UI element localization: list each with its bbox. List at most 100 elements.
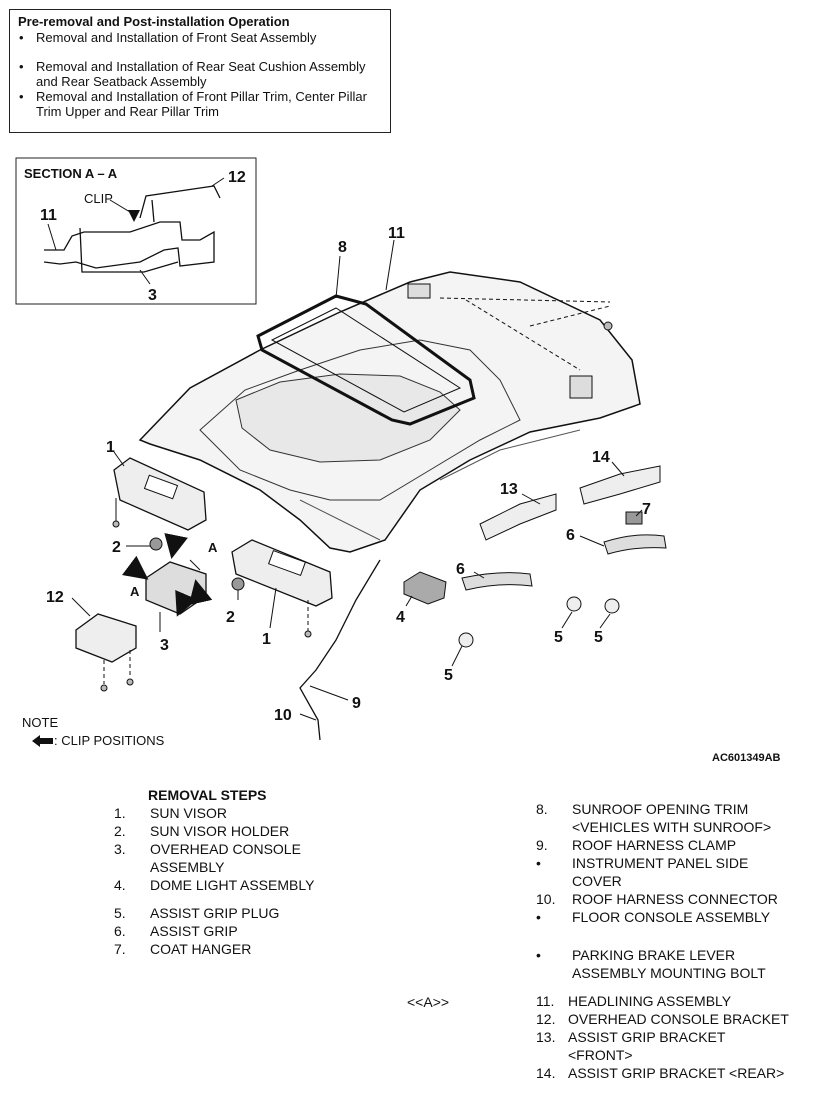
callout-12: 12 <box>46 589 64 606</box>
callout-6: 6 <box>566 527 575 544</box>
step-number: 8. <box>536 801 548 817</box>
step-text: INSTRUMENT PANEL SIDE COVER <box>572 855 749 889</box>
step-text: DOME LIGHT ASSEMBLY <box>150 877 315 893</box>
section-a-a-inset: SECTION A – A CLIP 12 11 3 <box>15 157 257 305</box>
sun-visor-holder <box>231 577 245 591</box>
step-number: • <box>536 909 541 925</box>
step-text: SUN VISOR <box>150 805 228 821</box>
callout-1: 1 <box>262 631 271 648</box>
step-text: SUN VISOR HOLDER <box>150 823 290 839</box>
pre-removal-list: Removal and Installation of Front Seat A… <box>18 30 382 119</box>
roof-harness <box>299 559 381 741</box>
step-item: 8.SUNROOF OPENING TRIM <VEHICLES WITH SU… <box>536 800 816 836</box>
step-number: 2. <box>114 823 126 839</box>
callout-5: 5 <box>594 629 603 646</box>
step-item: 3. OVERHEAD CONSOLE ASSEMBLY <box>114 840 414 876</box>
step-text: OVERHEAD CONSOLE ASSEMBLY <box>150 841 301 875</box>
step-item: 13. ASSIST GRIP BRACKET <FRONT> <box>536 1028 816 1064</box>
callout-2: 2 <box>112 539 121 556</box>
dome-light <box>403 571 447 605</box>
pre-removal-title: Pre-removal and Post-installation Operat… <box>18 14 290 29</box>
step-number: 6. <box>114 923 126 939</box>
removal-steps-title: REMOVAL STEPS <box>148 787 267 803</box>
callout-6: 6 <box>456 561 465 578</box>
assist-grip-plug <box>458 632 474 648</box>
step-number: 13. <box>536 1029 556 1045</box>
sun-visor-right <box>231 539 333 638</box>
step-item: 14. ASSIST GRIP BRACKET <REAR> <box>536 1064 816 1082</box>
step-text: ASSIST GRIP BRACKET <FRONT> <box>568 1029 726 1063</box>
callout-11: 11 <box>388 225 405 242</box>
note-label: NOTE <box>22 715 59 730</box>
section-callout-11: 11 <box>40 207 57 224</box>
step-number: 11. <box>536 993 555 1009</box>
assist-grip-bracket-rear <box>579 465 661 505</box>
coat-hanger <box>625 511 643 525</box>
clip-label: CLIP <box>84 191 113 206</box>
callout-8: 8 <box>338 239 347 256</box>
step-item: 2. SUN VISOR HOLDER <box>114 822 414 840</box>
step-item: 1. SUN VISOR <box>114 804 414 822</box>
step-text: HEADLINING ASSEMBLY <box>568 993 732 1009</box>
note-legend-row: : CLIP POSITIONS <box>32 733 164 748</box>
step-item: 5. ASSIST GRIP PLUG <box>114 904 414 922</box>
clip-arrow-icon <box>32 734 53 747</box>
assist-grip-plug <box>566 596 582 612</box>
assist-grip <box>603 534 667 555</box>
callout-3: 3 <box>160 637 169 654</box>
step-text: ASSIST GRIP BRACKET <REAR> <box>568 1065 785 1081</box>
step-text: PARKING BRAKE LEVER ASSEMBLY MOUNTING BO… <box>572 947 766 981</box>
callout-7: 7 <box>642 501 651 518</box>
step-number: • <box>536 947 541 963</box>
step-item: • PARKING BRAKE LEVER ASSEMBLY MOUNTING B… <box>536 946 816 982</box>
pre-removal-item: Removal and Installation of Front Seat A… <box>18 30 382 45</box>
callout-a: A <box>208 540 218 555</box>
sunroof-opening-trim <box>256 294 476 426</box>
step-number: 12. <box>536 1011 556 1027</box>
step-text: ROOF HARNESS CONNECTOR <box>572 891 778 907</box>
removal-steps-right: 8.SUNROOF OPENING TRIM <VEHICLES WITH SU… <box>536 800 816 1082</box>
step-number: 3. <box>114 841 126 857</box>
section-title: SECTION A – A <box>24 166 118 181</box>
section-callout-12: 12 <box>228 169 246 186</box>
step-text: OVERHEAD CONSOLE BRACKET <box>568 1011 789 1027</box>
step-number: 14. <box>536 1065 556 1081</box>
step-text: ASSIST GRIP PLUG <box>150 905 280 921</box>
pre-removal-item: Removal and Installation of Rear Seat Cu… <box>18 59 382 89</box>
step-item: 6. ASSIST GRIP <box>114 922 414 940</box>
step-number: • <box>536 855 541 871</box>
sun-visor-left <box>112 457 207 531</box>
removal-steps-left: REMOVAL STEPS 1. SUN VISOR 2. SUN VISOR HO… <box>114 786 414 958</box>
callout-4: 4 <box>396 609 405 626</box>
callout-5: 5 <box>444 667 453 684</box>
step-number: 9. <box>536 837 548 853</box>
step-number: 7. <box>114 941 126 957</box>
step-text: FLOOR CONSOLE ASSEMBLY <box>572 909 771 925</box>
step-number: 5. <box>114 905 126 921</box>
sun-visor-holder <box>149 537 163 551</box>
note-legend-text: : CLIP POSITIONS <box>54 733 165 748</box>
step-item: • INSTRUMENT PANEL SIDE COVER <box>536 854 816 890</box>
step-item: 12. OVERHEAD CONSOLE BRACKET <box>536 1010 816 1028</box>
overhead-console <box>122 533 213 617</box>
step-item: • FLOOR CONSOLE ASSEMBLY <box>536 908 816 926</box>
callout-2: 2 <box>226 609 235 626</box>
callout-1: 1 <box>106 439 115 456</box>
step-text: COAT HANGER <box>150 941 252 957</box>
overhead-console-bracket <box>75 613 137 692</box>
step-item: 10. ROOF HARNESS CONNECTOR <box>536 890 816 908</box>
pre-removal-box: Pre-removal and Post-installation Operat… <box>9 9 391 133</box>
step-item: 4.DOME LIGHT ASSEMBLY <box>114 876 414 894</box>
callout-9: 9 <box>352 695 361 712</box>
assist-grip-plug <box>604 598 620 614</box>
step-number: 1. <box>114 805 126 821</box>
step-item: 9.ROOF HARNESS CLAMP <box>536 836 816 854</box>
note: NOTE : CLIP POSITIONS <box>22 715 164 748</box>
step-item: 11. HEADLINING ASSEMBLY <box>536 992 816 1010</box>
assist-grip-bracket-front <box>479 493 557 541</box>
pre-removal-item: Removal and Installation of Front Pillar… <box>18 89 382 119</box>
callout-14: 14 <box>592 449 610 466</box>
step-number: 10. <box>536 891 556 907</box>
step-text: ASSIST GRIP <box>150 923 238 939</box>
headlining-exploded-diagram: SECTION A – A CLIP 12 11 3 <box>15 157 667 741</box>
